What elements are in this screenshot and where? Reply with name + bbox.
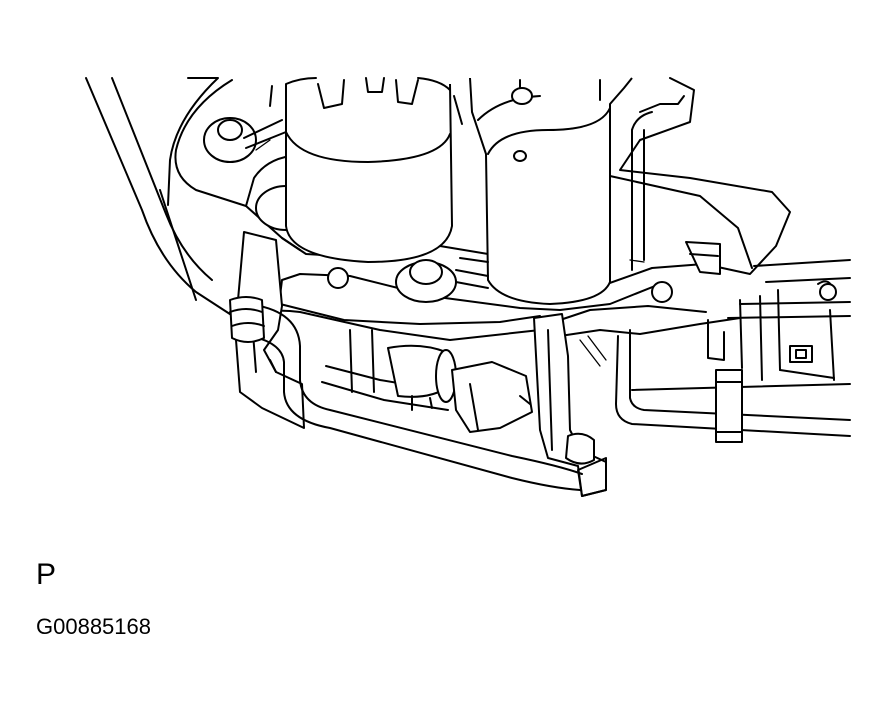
outer-frame-lines (86, 78, 236, 318)
far-right-assembly (708, 260, 850, 380)
pump-motor (350, 330, 532, 432)
base-plate (175, 78, 790, 290)
view-label: P (36, 558, 57, 591)
pipe-clamp-left (230, 297, 264, 342)
right-bracket-plate (534, 314, 606, 496)
lower-bracket (236, 274, 740, 340)
pipe-clamp-right (716, 370, 742, 442)
pipe-clamp-bottom (566, 434, 606, 496)
assembly-line-drawing (0, 0, 886, 540)
detail-lines (256, 140, 644, 366)
bolts (204, 118, 836, 302)
left-cylinder (256, 78, 462, 262)
right-cylinder (456, 78, 632, 304)
figure-id: G00885168 (36, 614, 151, 639)
